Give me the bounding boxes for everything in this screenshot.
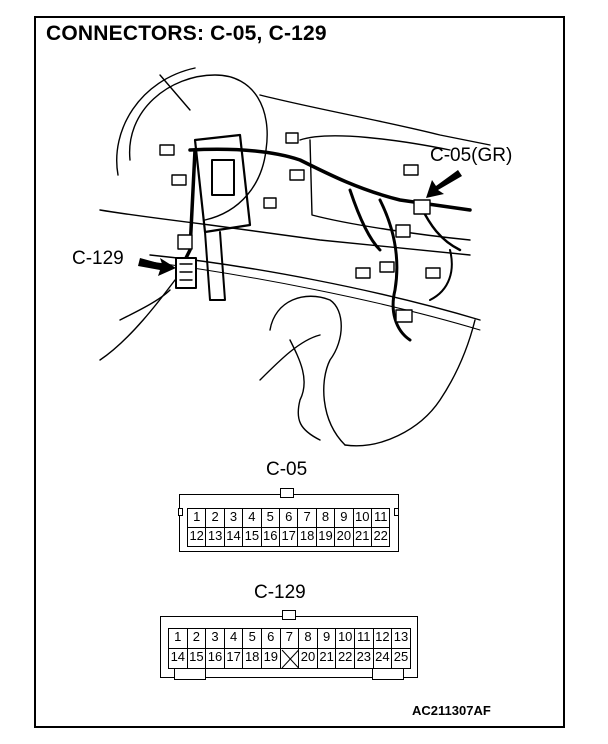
terminal-3: 3 xyxy=(205,628,225,649)
terminal-blank xyxy=(279,648,300,669)
terminal-18: 18 xyxy=(242,648,262,669)
terminal-15: 15 xyxy=(242,527,262,547)
terminal-18: 18 xyxy=(297,527,317,547)
terminal-14: 14 xyxy=(168,648,188,669)
terminal-5: 5 xyxy=(260,508,280,528)
terminal-5: 5 xyxy=(242,628,262,649)
arrow-c05 xyxy=(426,170,462,198)
callout-c05-gr: C-05(GR) xyxy=(430,145,513,166)
terminal-13: 13 xyxy=(391,628,411,649)
wiring-harness xyxy=(188,147,472,212)
connector-c129-latch xyxy=(282,610,296,620)
terminal-17: 17 xyxy=(279,527,299,547)
terminal-23: 23 xyxy=(354,648,374,669)
connector-c129-label: C-129 xyxy=(254,582,306,603)
terminal-16: 16 xyxy=(205,648,225,669)
terminal-10: 10 xyxy=(352,508,372,528)
terminal-12: 12 xyxy=(372,628,393,649)
terminal-11: 11 xyxy=(371,508,391,528)
terminal-1: 1 xyxy=(187,508,207,528)
steering-column xyxy=(193,133,252,234)
terminal-8: 8 xyxy=(298,628,318,649)
terminal-24: 24 xyxy=(372,648,393,669)
connector-c05-label: C-05 xyxy=(266,459,308,480)
shifter-area xyxy=(269,295,346,446)
terminal-19: 19 xyxy=(315,527,336,547)
terminal-7: 7 xyxy=(297,508,317,528)
terminal-6: 6 xyxy=(261,628,281,649)
terminal-14: 14 xyxy=(223,527,244,547)
terminal-16: 16 xyxy=(260,527,280,547)
terminal-22: 22 xyxy=(335,648,355,669)
diagram-frame xyxy=(34,16,565,728)
terminal-20: 20 xyxy=(298,648,318,669)
steering-wheel xyxy=(129,74,268,221)
terminal-4: 4 xyxy=(223,628,244,649)
terminal-7: 7 xyxy=(279,628,300,649)
terminal-8: 8 xyxy=(315,508,336,528)
terminal-6: 6 xyxy=(279,508,299,528)
terminal-13: 13 xyxy=(205,527,225,547)
dashboard-outline xyxy=(99,209,471,256)
terminal-10: 10 xyxy=(335,628,355,649)
terminal-20: 20 xyxy=(334,527,354,547)
terminal-12: 12 xyxy=(187,527,207,547)
terminal-9: 9 xyxy=(334,508,354,528)
figure-code: AC211307AF xyxy=(412,703,491,718)
terminal-21: 21 xyxy=(352,527,372,547)
terminal-2: 2 xyxy=(205,508,225,528)
callout-c129: C-129 xyxy=(72,248,124,269)
terminal-2: 2 xyxy=(186,628,207,649)
terminal-15: 15 xyxy=(186,648,207,669)
terminal-17: 17 xyxy=(223,648,244,669)
diagram-title: CONNECTORS: C-05, C-129 xyxy=(46,22,327,45)
terminal-22: 22 xyxy=(371,527,391,547)
terminal-25: 25 xyxy=(391,648,411,669)
terminal-9: 9 xyxy=(316,628,337,649)
arrow-c129 xyxy=(138,258,176,276)
connector-c05-latch xyxy=(280,488,294,498)
terminal-11: 11 xyxy=(354,628,374,649)
terminal-4: 4 xyxy=(242,508,262,528)
terminal-1: 1 xyxy=(168,628,188,649)
terminal-19: 19 xyxy=(261,648,281,669)
terminal-21: 21 xyxy=(316,648,337,669)
terminal-3: 3 xyxy=(223,508,244,528)
